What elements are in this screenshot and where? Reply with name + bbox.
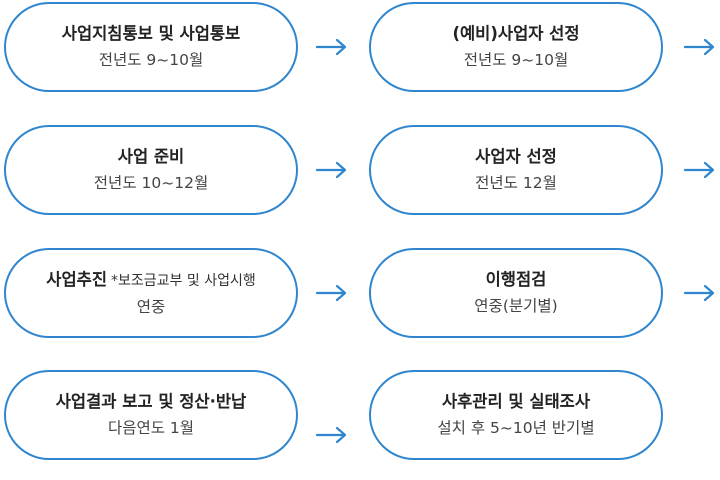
step-5-title: 사업추진: [46, 269, 108, 289]
step-7-period: 다음연도 1월: [107, 419, 195, 437]
step-5-period: 연중: [136, 297, 166, 316]
step-1-period: 전년도 9~10월: [98, 51, 204, 69]
step-4-box: 사업자 선정 전년도 12월: [369, 125, 663, 215]
step-3-period: 전년도 10~12월: [93, 174, 209, 192]
arrow-right-icon: [683, 283, 717, 303]
step-6-title: 이행점검: [485, 270, 547, 289]
step-5-box: 사업추진*보조금교부 및 사업시행 연중: [4, 248, 298, 338]
step-2-period: 전년도 9~10월: [463, 51, 569, 69]
step-6-box: 이행점검 연중(분기별): [369, 248, 663, 338]
arrow-right-icon: [315, 283, 349, 303]
step-8-box: 사후관리 및 실태조사 설치 후 5~10년 반기별: [369, 370, 663, 460]
step-2-title: (예비)사업자 선정: [452, 24, 580, 43]
arrow-right-icon: [683, 37, 717, 57]
step-8-period: 설치 후 5~10년 반기별: [437, 419, 595, 437]
step-7-title: 사업결과 보고 및 정산·반납: [55, 392, 247, 411]
step-5-title-line: 사업추진*보조금교부 및 사업시행: [46, 269, 255, 292]
step-5-note: *보조금교부 및 사업시행: [111, 272, 256, 289]
step-1-box: 사업지침통보 및 사업통보 전년도 9~10월: [4, 2, 298, 92]
step-4-title: 사업자 선정: [475, 147, 557, 166]
arrow-right-icon: [683, 160, 717, 180]
step-8-title: 사후관리 및 실태조사: [441, 392, 591, 411]
step-3-title: 사업 준비: [117, 147, 185, 166]
step-3-box: 사업 준비 전년도 10~12월: [4, 125, 298, 215]
arrow-right-icon: [315, 160, 349, 180]
arrow-right-icon: [315, 37, 349, 57]
step-6-period: 연중(분기별): [474, 297, 558, 315]
arrow-right-icon: [315, 425, 349, 445]
step-4-period: 전년도 12월: [475, 174, 557, 192]
step-2-box: (예비)사업자 선정 전년도 9~10월: [369, 2, 663, 92]
step-7-box: 사업결과 보고 및 정산·반납 다음연도 1월: [4, 370, 298, 460]
step-1-title: 사업지침통보 및 사업통보: [61, 24, 241, 43]
